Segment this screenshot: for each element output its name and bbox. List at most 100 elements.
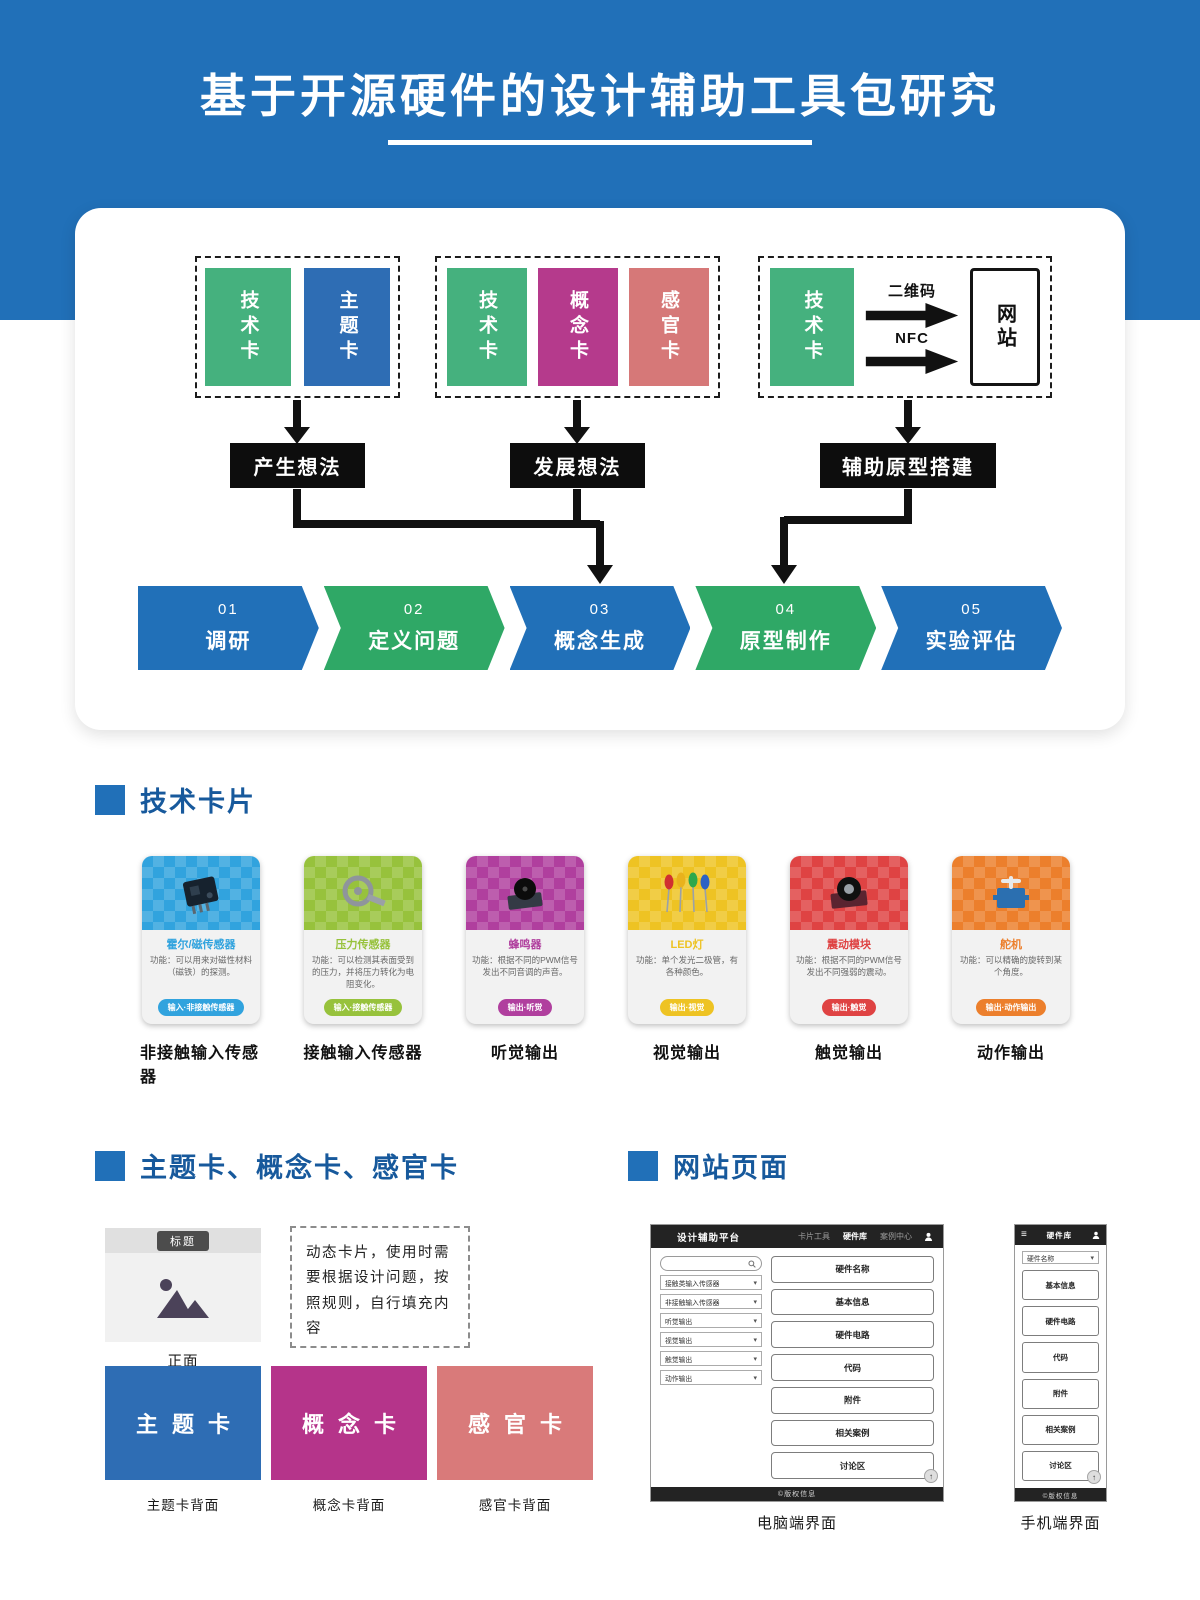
photo-placeholder-icon (157, 1278, 209, 1318)
step-label: 调研 (205, 630, 252, 653)
step-number: 04 (775, 601, 797, 618)
card-front-title-bar: 标题 (105, 1228, 261, 1253)
tech-card-body: 压力传感器 功能：可以检测其表面受到的压力，并将压力转化为电阻变化。 输入·接触… (304, 930, 422, 1024)
button-discussion[interactable]: 讨论区 (771, 1452, 934, 1480)
led-photo (664, 872, 710, 913)
vibration-module-photo (830, 877, 868, 909)
filter-motion-output[interactable]: 动作输出 ▾ (660, 1370, 762, 1385)
heading-square-icon (95, 784, 125, 815)
step-evaluation: 05 实验评估 (881, 586, 1062, 670)
desktop-body: 接触类输入传感器 ▾ 非接触输入传感器 ▾ 听觉输出 ▾ 视觉输出 ▾ 触觉输出 (651, 1248, 943, 1487)
card-front-example: 标题 (105, 1228, 261, 1342)
sense-card-back: 感官卡 (437, 1366, 593, 1480)
button-basic-info[interactable]: 基本信息 (1022, 1270, 1099, 1301)
tech-card: 震动模块 功能：根据不同的PWM信号发出不同强弱的震动。 输出·触觉 (790, 856, 908, 1024)
filter-label: 触觉输出 (665, 1356, 693, 1364)
tech-card-name: 压力传感器 (335, 939, 391, 951)
step-number: 05 (961, 601, 982, 618)
button-attachments[interactable]: 附件 (1022, 1378, 1099, 1409)
dynamic-card-note: 动态卡片，使用时需要根据设计问题，按照规则，自行填充内容 (290, 1226, 470, 1348)
tech-card-item: 蜂鸣器 功能：根据不同的PWM信号发出不同音调的声音。 输出·听觉 听觉输出 (464, 856, 586, 1087)
step-label: 概念生成 (553, 630, 646, 653)
idea-generation-card-group: 技术卡 主题卡 (195, 256, 400, 398)
step-label: 定义问题 (368, 630, 461, 653)
user-icon[interactable] (1092, 1231, 1100, 1239)
chevron-down-icon: ▾ (1090, 1254, 1094, 1262)
filter-noncontact-input-sensor[interactable]: 非接触输入传感器 ▾ (660, 1294, 762, 1309)
nav-card-tools[interactable]: 卡片工具 (798, 1232, 830, 1241)
tech-card: 蜂鸣器 功能：根据不同的PWM信号发出不同音调的声音。 输出·听觉 (466, 856, 584, 1024)
tech-card-name: 霍尔/磁传感器 (166, 939, 236, 951)
search-icon (748, 1259, 756, 1268)
tech-card-item: 霍尔/磁传感器 功能：可以用来对磁性材料（磁铁）的探测。 输入·非接触传感器 非… (140, 856, 262, 1087)
tech-card-name: LED灯 (670, 939, 704, 951)
tech-card-photo-area (952, 856, 1070, 930)
button-discussion[interactable]: 讨论区 (1022, 1450, 1099, 1482)
filter-haptic-output[interactable]: 触觉输出 ▾ (660, 1351, 762, 1366)
filter-label: 动作输出 (665, 1375, 693, 1383)
theme-card: 主题卡 (304, 268, 390, 386)
user-icon[interactable] (924, 1232, 933, 1241)
site-brand: 设计辅助平台 (677, 1232, 741, 1244)
tech-card-caption: 听觉输出 (490, 1045, 559, 1062)
action-develop-ideas: 发展想法 (510, 443, 645, 488)
back-to-top-button[interactable]: ↑ (924, 1469, 938, 1483)
chevron-down-icon: ▾ (753, 1374, 757, 1382)
nav-hardware-library[interactable]: 硬件库 (843, 1232, 867, 1241)
sense-card-back-caption: 感官卡背面 (478, 1498, 552, 1513)
tech-card-body: 蜂鸣器 功能：根据不同的PWM信号发出不同音调的声音。 输出·听觉 (466, 930, 584, 1024)
tech-card-description: 功能：可以检测其表面受到的压力，并将压力转化为电阻变化。 (311, 955, 414, 989)
tech-card-photo-area (142, 856, 260, 930)
tech-card-caption: 非接触输入传感器 (140, 1045, 260, 1086)
title-underline (388, 140, 812, 145)
right-arrow-icon (865, 349, 959, 374)
tech-card-description: 功能：单个发光二极管，有各种颜色。 (635, 955, 738, 977)
filter-audio-output[interactable]: 听觉输出 ▾ (660, 1313, 762, 1328)
desktop-footer: ©版权信息 (651, 1487, 943, 1501)
tech-card-description: 功能：可以精确的旋转到某个角度。 (959, 955, 1062, 977)
title-badge: 标题 (157, 1230, 209, 1251)
tech-card-body: 震动模块 功能：根据不同的PWM信号发出不同强弱的震动。 输出·触觉 (790, 930, 908, 1024)
tech-card-caption: 接触输入传感器 (303, 1045, 423, 1062)
filter-label: 视觉输出 (665, 1337, 693, 1345)
tech-card-caption: 触觉输出 (814, 1045, 883, 1062)
back-to-top-button[interactable]: ↑ (1087, 1470, 1101, 1484)
step-label: 实验评估 (925, 630, 1018, 653)
website-section-heading: 网站页面 (628, 1146, 789, 1185)
chevron-down-icon: ▾ (753, 1336, 757, 1344)
button-code[interactable]: 代码 (1022, 1342, 1099, 1373)
hamburger-menu-icon[interactable]: ≡ (1021, 1229, 1027, 1240)
mobile-hardware-name-dropdown[interactable]: 硬件名称 ▾ (1022, 1251, 1099, 1264)
tech-card-body: 霍尔/磁传感器 功能：可以用来对磁性材料（磁铁）的探测。 输入·非接触传感器 (142, 930, 260, 1024)
nfc-label: NFC (895, 330, 929, 347)
tech-card-name: 震动模块 (827, 939, 871, 951)
nav-case-center[interactable]: 案例中心 (880, 1232, 912, 1241)
button-attachments[interactable]: 附件 (771, 1386, 934, 1414)
step-concept-generation: 03 概念生成 (510, 586, 691, 670)
button-hardware-circuit[interactable]: 硬件电路 (1022, 1306, 1099, 1337)
button-related-cases[interactable]: 相关案例 (771, 1419, 934, 1447)
button-hardware-name[interactable]: 硬件名称 (771, 1256, 934, 1283)
search-input[interactable] (660, 1256, 762, 1271)
tech-card-tag: 输入·接触传感器 (323, 999, 403, 1016)
filter-contact-input-sensor[interactable]: 接触类输入传感器 ▾ (660, 1275, 762, 1290)
step-number: 02 (403, 601, 425, 618)
tech-card-description: 功能：可以用来对磁性材料（磁铁）的探测。 (149, 955, 252, 977)
tech-cards-row: 霍尔/磁传感器 功能：可以用来对磁性材料（磁铁）的探测。 输入·非接触传感器 非… (140, 856, 1072, 1087)
card-front-image-area (105, 1253, 261, 1342)
step-define-problem: 02 定义问题 (324, 586, 505, 670)
button-hardware-circuit[interactable]: 硬件电路 (771, 1321, 934, 1349)
right-arrow-icon (865, 303, 959, 328)
filter-visual-output[interactable]: 视觉输出 ▾ (660, 1332, 762, 1347)
tech-card-item: 压力传感器 功能：可以检测其表面受到的压力，并将压力转化为电阻变化。 输入·接触… (302, 856, 424, 1087)
button-basic-info[interactable]: 基本信息 (771, 1288, 934, 1316)
tech-card-caption: 视觉输出 (652, 1045, 721, 1062)
button-code[interactable]: 代码 (771, 1354, 934, 1381)
tech-card: LED灯 功能：单个发光二极管，有各种颜色。 输出·视觉 (628, 856, 746, 1024)
concept-card-back-caption: 概念卡背面 (312, 1498, 386, 1513)
tech-card-item: 震动模块 功能：根据不同的PWM信号发出不同强弱的震动。 输出·触觉 触觉输出 (788, 856, 910, 1087)
button-related-cases[interactable]: 相关案例 (1022, 1414, 1099, 1445)
tech-card-photo-area (304, 856, 422, 930)
prototype-support-group: 技术卡 二维码 NFC 网站 (758, 256, 1052, 398)
tech-card-item: LED灯 功能：单个发光二极管，有各种颜色。 输出·视觉 视觉输出 (626, 856, 748, 1087)
